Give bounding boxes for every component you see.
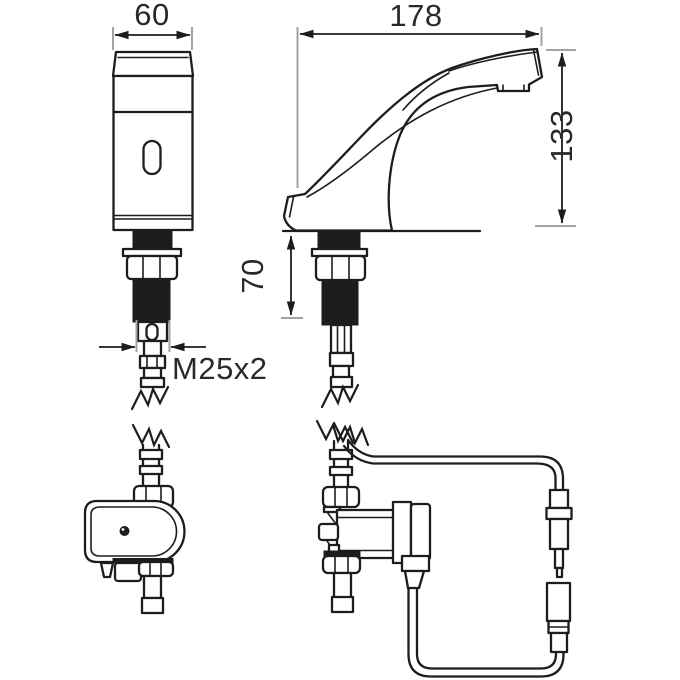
dim-label-60: 60 <box>134 0 169 32</box>
control-unit-front-view <box>83 423 186 615</box>
sensor-window <box>142 139 162 176</box>
faucet-side-shank <box>310 231 369 409</box>
aerator-side <box>502 84 525 92</box>
spout-head-front <box>111 50 195 78</box>
top-nut-side <box>321 485 361 509</box>
dimension-height-133: 133 <box>535 49 579 227</box>
control-unit-side-view <box>315 419 573 678</box>
break-symbol <box>315 419 355 445</box>
bottom-nut-side <box>321 554 362 575</box>
cable-gland-side <box>400 554 431 573</box>
control-box-front-bottom <box>99 560 175 615</box>
break-symbol <box>131 423 171 449</box>
cable-gland-front <box>113 561 143 583</box>
cable-plug-male <box>545 488 573 579</box>
mounting-tab <box>99 561 115 579</box>
cable-gland-taper <box>403 569 426 590</box>
socket-cable-loop <box>407 586 565 678</box>
dim-label-178: 178 <box>389 0 442 33</box>
dim-label-70: 70 <box>235 258 270 293</box>
faucet-front-shank <box>121 230 183 411</box>
sensor-cable <box>342 438 565 492</box>
break-symbol <box>320 383 360 409</box>
dimension-width-60: 60 <box>112 0 193 50</box>
control-box-front <box>83 499 186 564</box>
inlet-pipe-side <box>328 439 354 489</box>
hose-notch <box>145 322 159 342</box>
dimension-underdeck-70: 70 <box>235 235 303 319</box>
led-indicator <box>119 526 130 536</box>
faucet-body-front <box>112 74 194 232</box>
faucet-side-view: 178 133 <box>235 0 579 409</box>
faucet-silhouette <box>282 47 544 232</box>
dimension-length-178: 178 <box>296 0 543 188</box>
thread-callout-m25x2: M25x2 <box>99 320 268 386</box>
valve-flange <box>391 500 413 565</box>
inlet-pipe-front <box>138 443 164 488</box>
bottom-nut-front <box>137 560 175 578</box>
dim-label-133: 133 <box>544 109 579 162</box>
break-symbol <box>130 385 170 411</box>
faucet-front-view: 60 <box>99 0 268 411</box>
cable-socket-female <box>545 581 572 654</box>
valve-end-cap <box>409 502 432 562</box>
solenoid-valve-side <box>317 485 432 614</box>
dim-label-thread: M25x2 <box>172 351 268 386</box>
break-symbol <box>332 421 370 447</box>
